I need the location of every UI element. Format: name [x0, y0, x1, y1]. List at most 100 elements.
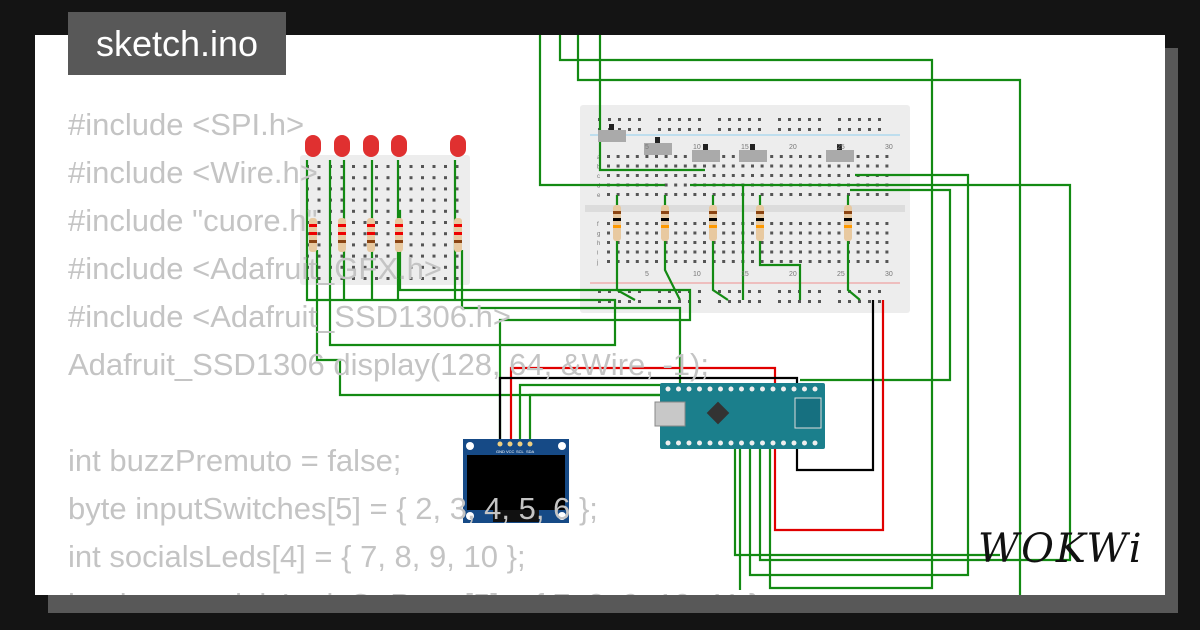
hole: [645, 260, 649, 263]
hole: [678, 118, 681, 121]
hole: [375, 254, 378, 258]
hole: [444, 165, 447, 168]
hole: [421, 176, 424, 180]
hole: [375, 232, 378, 236]
hole: [868, 118, 871, 121]
hole: [818, 118, 821, 121]
hole: [421, 254, 424, 258]
hole: [683, 241, 687, 244]
hole: [340, 165, 344, 168]
hole: [875, 164, 879, 168]
hole: [770, 193, 774, 196]
hole: [432, 198, 436, 202]
hole: [738, 118, 741, 121]
hole: [799, 164, 802, 168]
hole: [409, 198, 413, 202]
hole: [748, 118, 751, 121]
wire: [800, 188, 952, 382]
wire: [598, 35, 705, 172]
hole: [703, 241, 706, 244]
hole: [375, 221, 378, 224]
hole: [607, 231, 610, 235]
hole: [608, 118, 611, 121]
hole: [352, 176, 355, 180]
hole: [683, 193, 687, 196]
hole: [751, 250, 754, 254]
column-number: 20: [789, 144, 797, 151]
hole: [409, 243, 413, 247]
pin: [770, 386, 776, 392]
hole: [668, 290, 671, 293]
hole: [748, 128, 751, 131]
pin: [739, 440, 744, 446]
hole: [728, 128, 731, 131]
resistor-band: [661, 218, 669, 221]
hole: [788, 118, 791, 121]
hole: [693, 231, 697, 235]
pin: [707, 440, 713, 446]
resistor-band: [309, 224, 317, 227]
hole: [837, 222, 841, 225]
hole: [789, 155, 793, 158]
hole: [760, 250, 764, 254]
hole: [789, 241, 793, 244]
hole: [698, 290, 701, 293]
hole: [655, 250, 658, 254]
hole: [444, 243, 447, 247]
hole: [626, 231, 630, 235]
hole: [731, 241, 735, 244]
hole: [799, 260, 802, 263]
hole: [317, 176, 321, 180]
hole: [808, 250, 812, 254]
hole: [770, 155, 774, 158]
hole: [635, 241, 639, 244]
hole: [778, 300, 781, 303]
hole: [645, 222, 649, 225]
hole: [875, 260, 879, 263]
hole: [731, 193, 735, 196]
hole: [398, 165, 401, 168]
hole: [638, 300, 641, 303]
resistor-band: [613, 225, 621, 228]
switch-knob: [750, 144, 755, 150]
hole: [363, 165, 367, 168]
hole: [698, 118, 701, 121]
hole: [878, 118, 881, 121]
hole: [626, 164, 630, 168]
hole: [858, 300, 861, 303]
hole: [789, 164, 793, 168]
hole: [607, 260, 610, 263]
hole: [798, 300, 801, 303]
hole: [866, 164, 870, 168]
hole: [885, 241, 889, 244]
hole: [645, 174, 649, 177]
hole: [827, 174, 831, 177]
hole: [444, 198, 447, 202]
hole: [421, 265, 424, 269]
hole: [866, 193, 870, 196]
resistor-band: [844, 218, 852, 221]
hole: [779, 222, 783, 225]
hole: [421, 165, 424, 168]
hole: [674, 183, 678, 187]
hole: [728, 300, 731, 303]
wire: [733, 445, 1000, 557]
resistor-band: [338, 240, 346, 243]
hole: [375, 165, 378, 168]
switch-knob: [703, 144, 708, 150]
resistor-band: [309, 232, 317, 235]
resistor: [613, 205, 621, 241]
hole: [683, 231, 687, 235]
hole: [363, 265, 367, 269]
hole: [658, 300, 661, 303]
hole: [808, 300, 811, 303]
hole: [421, 221, 424, 224]
hole: [808, 241, 812, 244]
hole: [409, 232, 413, 236]
hole: [455, 277, 459, 280]
hole: [718, 118, 721, 121]
switch-knob: [837, 144, 842, 150]
hole: [664, 193, 668, 196]
hole: [722, 222, 726, 225]
